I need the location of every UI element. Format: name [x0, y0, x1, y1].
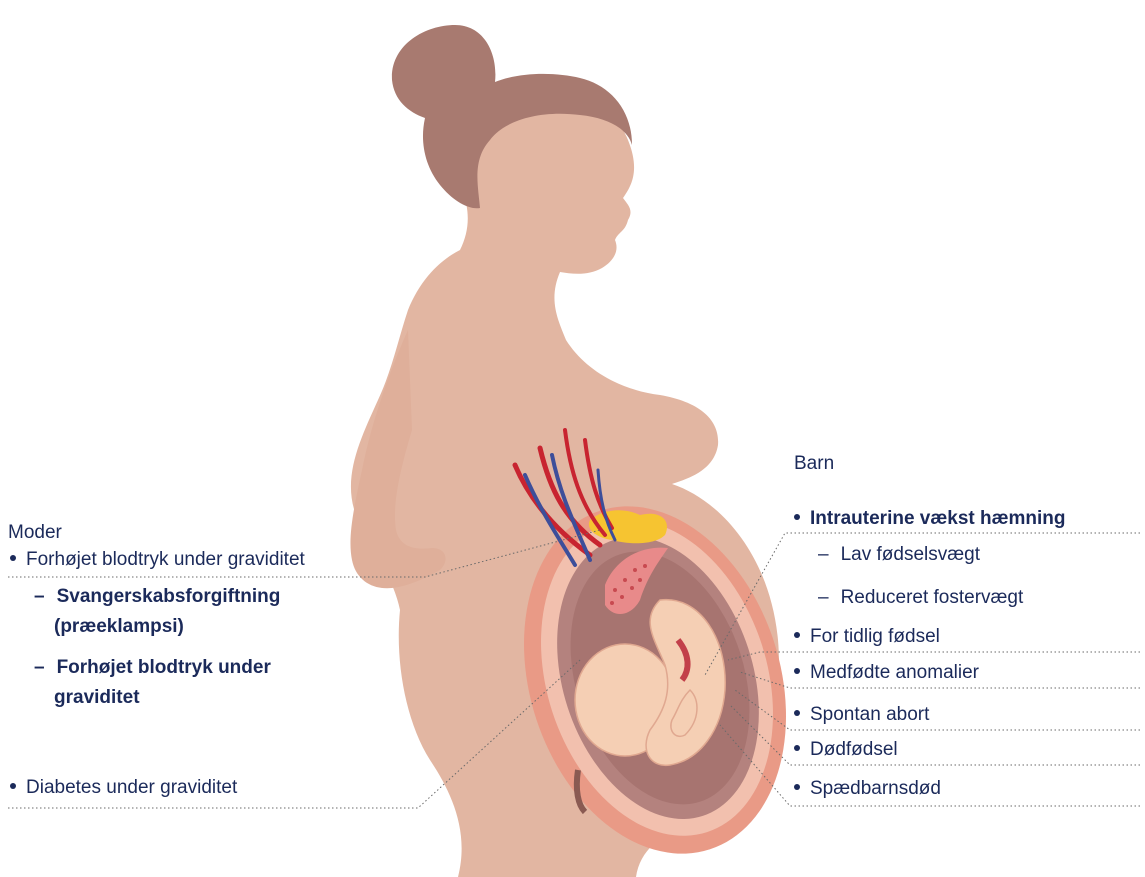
child-item-preterm-birth: For tidlig fødsel: [794, 624, 940, 650]
mother-item-high-blood-pressure: Forhøjet blodtryk under graviditet: [10, 547, 305, 573]
child-item-low-birth-weight: Lav fødselsvægt: [818, 542, 980, 568]
mother-item-preeclampsia-line1: Svangerskabsforgiftning: [34, 584, 280, 610]
mother-item-gestational-hypertension-line1: Forhøjet blodtryk under: [34, 655, 271, 681]
child-item-congenital-anomalies: Medfødte anomalier: [794, 660, 979, 686]
mother-item-preeclampsia-line2: (præeklampsi): [54, 614, 184, 640]
child-item-stillbirth: Dødfødsel: [794, 737, 898, 763]
mother-heading: Moder: [8, 520, 62, 546]
child-item-reduced-fetal-weight: Reduceret fostervægt: [818, 585, 1023, 611]
child-heading: Barn: [794, 451, 834, 477]
child-item-iugr: Intrauterine vækst hæmning: [794, 506, 1066, 532]
mother-item-gestational-hypertension-line2: graviditet: [54, 685, 140, 711]
mother-item-gestational-diabetes: Diabetes under graviditet: [10, 775, 237, 801]
child-item-infant-death: Spædbarnsdød: [794, 776, 941, 802]
child-item-miscarriage: Spontan abort: [794, 702, 929, 728]
